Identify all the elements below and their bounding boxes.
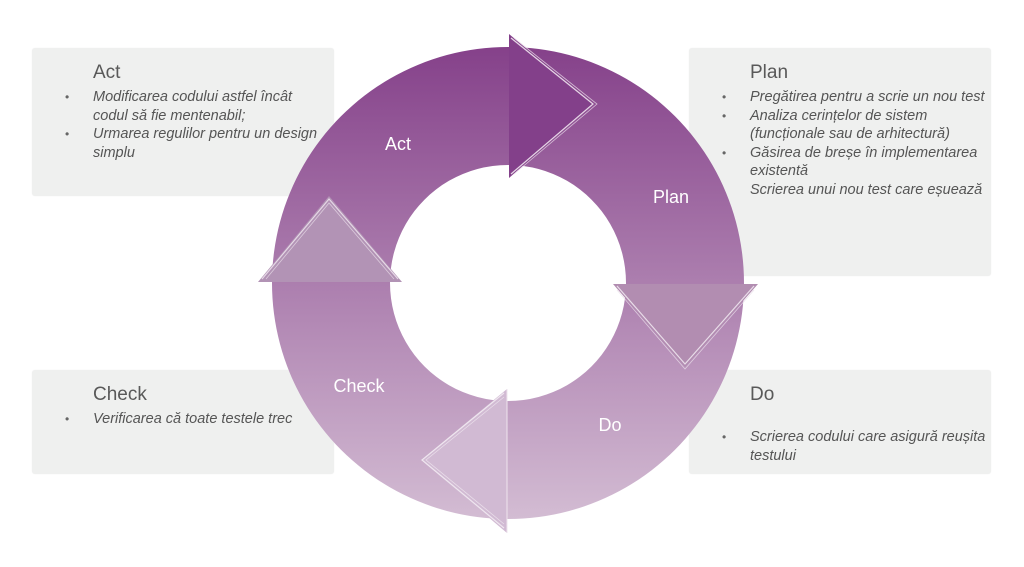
check-description-box: Check •Verificarea că toate testele trec [32, 370, 334, 474]
list-item: •Scrierea unui nou test care eșuează [750, 181, 983, 198]
list-item: •Analiza cerințelor de sistem (funcționa… [722, 107, 950, 143]
do-description-box: Do •Scrierea codului care asigură reușit… [689, 370, 991, 474]
do-box-title: Do [750, 384, 775, 405]
segment-label-plan: Plan [653, 187, 689, 207]
segment-label-do: Do [598, 415, 621, 435]
bullet-icon: • [65, 90, 70, 104]
bullet-icon: • [722, 108, 727, 123]
do-item-list: •Scrierea codului care asigură reușita t… [722, 428, 987, 465]
act-box-title: Act [93, 62, 121, 83]
list-item: •Scrierea codului care asigură reușita t… [722, 429, 986, 464]
arrow-act-to-plan [509, 34, 598, 178]
bullet-icon: • [722, 90, 727, 104]
check-box-title: Check [93, 384, 147, 405]
list-item: •Găsirea de breșe în implementarea exist… [722, 144, 978, 180]
segment-label-check: Check [333, 376, 385, 396]
plan-item-list: •Pregătirea pentru a scrie un nou test •… [722, 88, 987, 199]
act-description-box: Act •Modificarea codului astfel încât co… [32, 48, 334, 196]
arrow-check-to-act [258, 196, 402, 282]
bullet-icon: • [65, 412, 70, 426]
act-item-list: •Modificarea codului astfel încât codul … [65, 88, 325, 162]
arrow-do-to-check [421, 389, 508, 533]
arrow-plan-to-do [613, 284, 758, 370]
bullet-icon: • [722, 430, 727, 444]
list-item: •Pregătirea pentru a scrie un nou test [722, 89, 985, 105]
segment-label-act: Act [385, 134, 411, 154]
list-item: •Urmarea regulilor pentru un design simp… [65, 126, 318, 161]
plan-box-title: Plan [750, 62, 789, 83]
list-item: •Modificarea codului astfel încât codul … [65, 89, 293, 124]
bullet-icon: • [65, 127, 70, 141]
bullet-icon: • [722, 145, 727, 160]
check-item-list: •Verificarea că toate testele trec [65, 410, 325, 429]
cycle-ring [271, 47, 744, 519]
list-item: •Verificarea că toate testele trec [65, 411, 293, 427]
